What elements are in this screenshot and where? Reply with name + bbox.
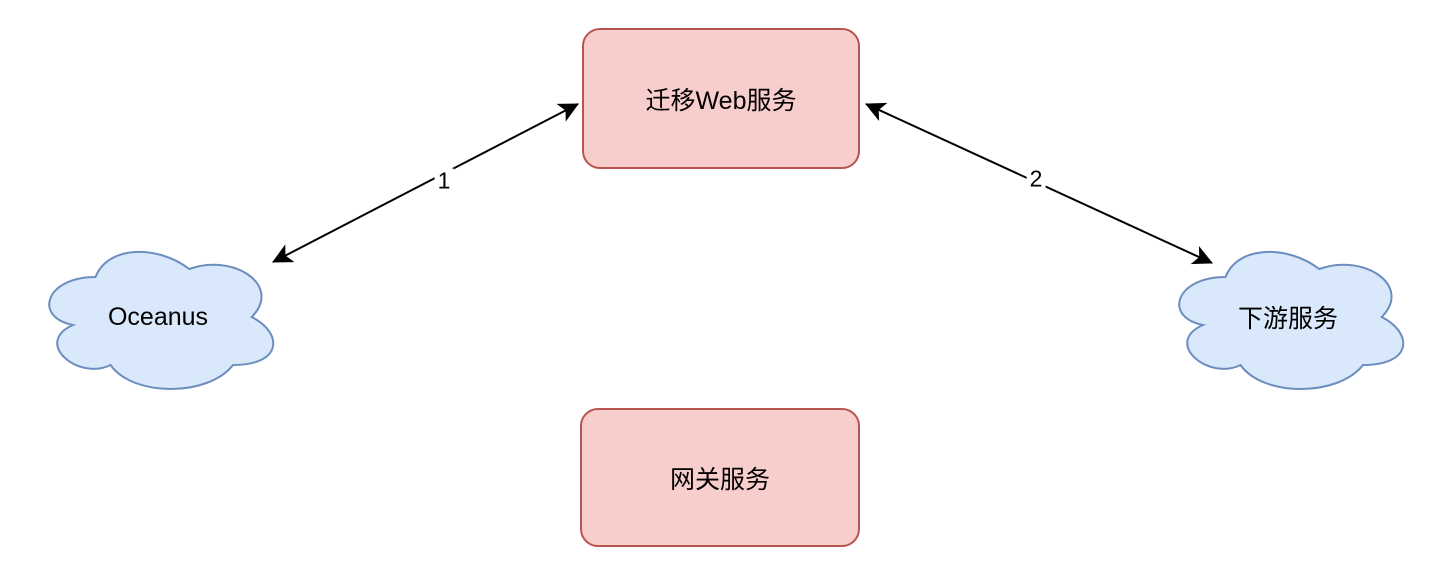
cloud-shape-downstream-service[interactable]	[1178, 251, 1405, 390]
edge-2-label: 2	[1026, 166, 1046, 192]
node-gateway-service-label: 网关服务	[669, 465, 770, 494]
edge-1-label: 1	[434, 168, 454, 194]
node-migration-web-service[interactable]: 迁移Web服务	[582, 28, 860, 169]
node-migration-web-service-label: 迁移Web服务	[645, 86, 797, 115]
cloud-shape-oceanus[interactable]	[48, 251, 275, 390]
node-gateway-service[interactable]: 网关服务	[580, 408, 860, 547]
edge-oceanus-migration-web-service[interactable]	[272, 103, 579, 263]
